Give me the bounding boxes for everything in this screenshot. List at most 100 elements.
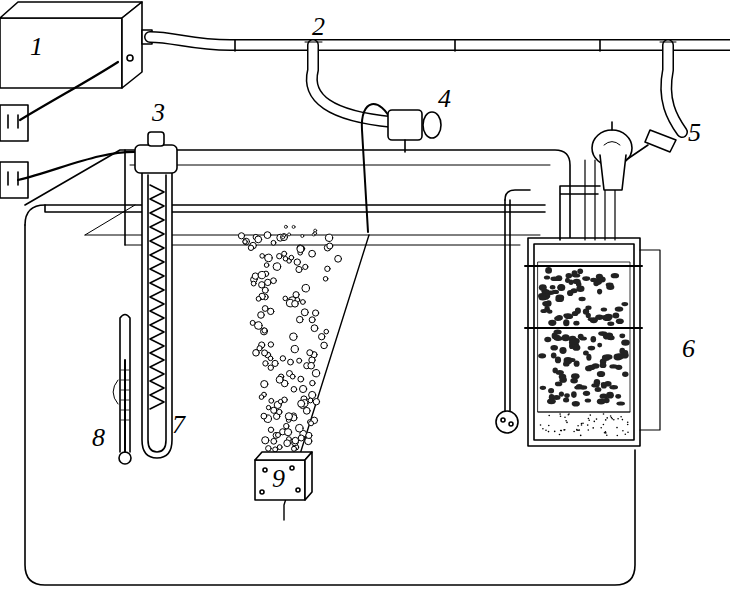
gravel-stone (559, 347, 566, 354)
sand-grain (576, 429, 578, 431)
air-bubble (298, 435, 304, 441)
callout-number: 3 (152, 100, 165, 126)
gravel-stone (572, 274, 580, 278)
air-bubble (284, 423, 289, 428)
air-bubble (269, 398, 274, 403)
gravel-stone (567, 290, 573, 296)
gravel-stone (539, 284, 547, 291)
air-bubble (262, 328, 267, 333)
air-bubble (302, 284, 310, 292)
gravel-stone (573, 321, 579, 326)
surface-bubble (314, 232, 317, 235)
sand-grain (565, 420, 567, 422)
gravel-stone (555, 382, 562, 387)
gravel-stone (578, 334, 584, 340)
sand-grain (594, 421, 596, 423)
air-bubble (309, 391, 316, 398)
sand-grain (606, 435, 608, 437)
sand-grain (603, 413, 605, 415)
gravel-stone (582, 276, 590, 281)
air-bubble (292, 437, 299, 444)
gravel-stone (558, 285, 565, 291)
callout-number: 7 (172, 412, 185, 438)
gravel-stone (609, 364, 617, 368)
air-bubble (298, 400, 305, 407)
gravel-stone (554, 330, 562, 335)
air-bubble (264, 263, 269, 268)
gravel-stone (554, 316, 561, 321)
sand-grain (559, 413, 561, 415)
air-bubble (301, 300, 306, 305)
air-bubble (280, 356, 285, 361)
air-bubble (312, 370, 319, 377)
surface-bubble (292, 225, 295, 228)
gravel-stone (595, 315, 603, 320)
gravel-stone (548, 320, 556, 326)
gravel-stone (615, 307, 624, 312)
gravel-stone (601, 308, 607, 312)
sand-grain (611, 417, 613, 419)
air-bubble (278, 399, 282, 403)
sand-grain (581, 424, 583, 426)
air-bubble (297, 358, 302, 363)
gravel-stone (569, 358, 576, 362)
air-bubble (261, 381, 268, 388)
gravel-stone (606, 283, 614, 287)
power-outlets (0, 62, 140, 198)
sand-grain (605, 419, 607, 421)
air-bubble (306, 432, 312, 438)
sand-grain (581, 423, 583, 425)
air-bubble (289, 255, 294, 260)
sand-grain (548, 415, 550, 417)
air-bubble (243, 238, 250, 245)
gravel-stone (607, 322, 614, 326)
gravel-stone (583, 308, 589, 314)
air-bubble (259, 395, 264, 400)
air-bubble (309, 250, 316, 257)
air-bubble (335, 255, 342, 262)
gravel-stone (569, 280, 574, 285)
air-bubble (266, 446, 272, 452)
gravel-stone (562, 334, 570, 341)
callout-number: 9 (272, 466, 285, 492)
air-bubble (262, 437, 269, 444)
air-bubble (268, 342, 273, 347)
sand-grain (605, 432, 607, 434)
sand-grain (568, 414, 570, 416)
gravel-stone (576, 281, 581, 287)
sand-grain (587, 424, 589, 426)
gravel-stone (539, 296, 547, 301)
callout-number: 1 (30, 34, 43, 60)
gravel-stone (579, 297, 586, 301)
air-bubble (300, 385, 307, 392)
gravel-stone (550, 285, 556, 289)
gravel-stone (542, 301, 550, 306)
thermometer (113, 315, 131, 465)
air-bubble (265, 254, 273, 262)
air-valve (284, 104, 441, 520)
sand-grain (540, 424, 542, 426)
gravel-stone (545, 267, 552, 274)
gravel-stone (601, 382, 607, 387)
air-bubble (292, 301, 299, 308)
sand-grain (545, 429, 547, 431)
gravel-stone (563, 398, 569, 403)
sand-grain (548, 431, 550, 433)
heater (135, 132, 177, 458)
air-bubble (276, 433, 281, 438)
air-bubble (262, 350, 268, 356)
filter-intake (496, 190, 530, 433)
air-bubble (261, 328, 268, 335)
air-bubble (264, 232, 271, 239)
sand-grain (625, 433, 627, 435)
sand-grain (613, 419, 615, 421)
sand-grain (627, 422, 629, 424)
air-bubble (238, 233, 244, 239)
gravel-stone (544, 275, 550, 279)
air-bubble (323, 277, 328, 282)
sand-grain (610, 415, 612, 417)
air-bubble (292, 446, 297, 451)
gravel-stone (611, 273, 619, 278)
air-bubble (291, 345, 298, 352)
